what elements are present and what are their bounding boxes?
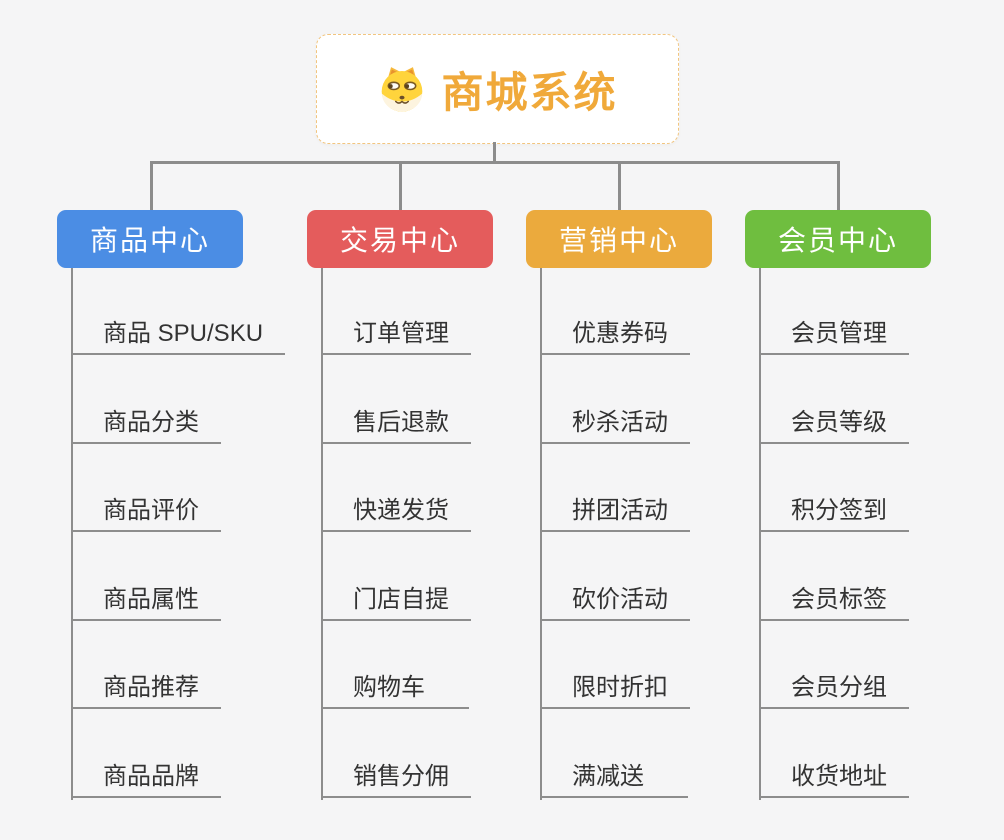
- leaf-node[interactable]: 购物车: [321, 621, 469, 710]
- branch-bus-line: [150, 161, 840, 164]
- leaf-node[interactable]: 门店自提: [321, 532, 471, 621]
- branch-column-trade: 交易中心 订单管理 售后退款 快递发货 门店自提 购物车 销售分佣: [307, 210, 493, 800]
- branch-node-goods[interactable]: 商品中心: [57, 210, 243, 268]
- leaf-node[interactable]: 限时折扣: [540, 621, 690, 710]
- branch-node-member[interactable]: 会员中心: [745, 210, 931, 268]
- trunk-line: [71, 268, 73, 800]
- trunk-line: [540, 268, 542, 800]
- root-node[interactable]: 商城系统: [316, 34, 679, 144]
- branch-column-goods: 商品中心 商品 SPU/SKU 商品分类 商品评价 商品属性 商品推荐 商品品牌: [57, 210, 286, 800]
- leaf-node[interactable]: 订单管理: [321, 268, 471, 355]
- leaf-node[interactable]: 满减送: [540, 709, 688, 798]
- leaf-node[interactable]: 收货地址: [759, 709, 909, 798]
- drop-line-member: [837, 161, 840, 211]
- branch-column-marketing: 营销中心 优惠券码 秒杀活动 拼团活动 砍价活动 限时折扣 满减送: [526, 210, 712, 800]
- leaf-node[interactable]: 商品分类: [71, 355, 221, 444]
- leaf-node[interactable]: 售后退款: [321, 355, 471, 444]
- branch-column-member: 会员中心 会员管理 会员等级 积分签到 会员标签 会员分组 收货地址: [745, 210, 931, 800]
- leaf-node[interactable]: 会员标签: [759, 532, 909, 621]
- drop-line-marketing: [618, 161, 621, 211]
- leaf-node[interactable]: 商品推荐: [71, 621, 221, 710]
- dog-face-icon: [377, 64, 427, 114]
- leaf-node[interactable]: 优惠券码: [540, 268, 690, 355]
- trunk-line: [759, 268, 761, 800]
- root-connector-line: [493, 142, 496, 162]
- leaf-node[interactable]: 商品属性: [71, 532, 221, 621]
- leaf-list-goods: 商品 SPU/SKU 商品分类 商品评价 商品属性 商品推荐 商品品牌: [71, 268, 286, 798]
- leaf-node[interactable]: 砍价活动: [540, 532, 690, 621]
- leaf-node[interactable]: 商品评价: [71, 444, 221, 533]
- leaf-node[interactable]: 拼团活动: [540, 444, 690, 533]
- drop-line-goods: [150, 161, 153, 211]
- drop-line-trade: [399, 161, 402, 211]
- leaf-node[interactable]: 商品 SPU/SKU: [71, 268, 286, 355]
- leaf-list-marketing: 优惠券码 秒杀活动 拼团活动 砍价活动 限时折扣 满减送: [540, 268, 690, 798]
- leaf-node[interactable]: 商品品牌: [71, 709, 221, 798]
- leaf-node[interactable]: 会员分组: [759, 621, 909, 710]
- leaf-list-trade: 订单管理 售后退款 快递发货 门店自提 购物车 销售分佣: [321, 268, 471, 798]
- leaf-node[interactable]: 秒杀活动: [540, 355, 690, 444]
- leaf-node[interactable]: 会员等级: [759, 355, 909, 444]
- root-title: 商城系统: [441, 68, 618, 116]
- leaf-node[interactable]: 积分签到: [759, 444, 909, 533]
- branch-node-trade[interactable]: 交易中心: [307, 210, 493, 268]
- leaf-node[interactable]: 快递发货: [321, 444, 471, 533]
- leaf-list-member: 会员管理 会员等级 积分签到 会员标签 会员分组 收货地址: [759, 268, 909, 798]
- branch-node-marketing[interactable]: 营销中心: [526, 210, 712, 268]
- leaf-node[interactable]: 会员管理: [759, 268, 909, 355]
- trunk-line: [321, 268, 323, 800]
- leaf-node[interactable]: 销售分佣: [321, 709, 471, 798]
